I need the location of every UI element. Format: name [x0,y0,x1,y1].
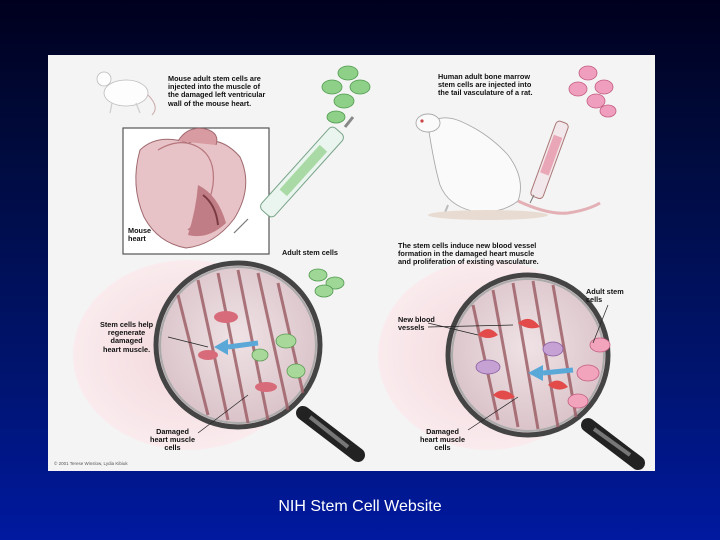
slide-caption: NIH Stem Cell Website [278,498,442,515]
label-human-injection: Human adult bone marrow stem cells are i… [438,72,533,98]
label-adult-stem-cells-left: Adult stem cells [282,248,338,257]
rat-icon [415,113,601,220]
mouse-heart-icon [135,127,247,249]
syringe-left-icon [233,116,355,234]
green-cells-lens-left-icon [308,268,345,298]
magnifier-right-icon [445,272,645,470]
illustration-artwork [73,65,645,470]
label-damaged-cells-left: Damaged heart muscle cells [150,427,196,453]
label-damaged-cells-right: Damaged heart muscle cells [420,427,466,453]
label-new-blood-vessels: New blood vessels [398,315,435,333]
mouse-icon [96,71,156,116]
syringe-right-icon [529,120,569,204]
label-mouse-injection: Mouse adult stem cells are injected into… [168,74,266,108]
label-vessel-formation: The stem cells induce new blood vessel f… [398,241,539,267]
magnifier-left-icon [153,260,365,462]
pink-stem-cells-icon [568,65,617,118]
stem-cell-illustration: Mouse adult stem cells are injected into… [48,55,655,471]
label-adult-stem-cells-right: Adult stem cells [586,287,624,305]
copyright-notice: © 2001 Terese Winslow, Lydia Kibiuk [54,461,128,466]
pointer-lines [167,304,609,434]
label-mouse-heart: Mouse heart [128,226,152,244]
label-stem-cells-help: Stem cells help regenerate damaged heart… [100,320,154,354]
green-stem-cells-icon [321,65,371,124]
